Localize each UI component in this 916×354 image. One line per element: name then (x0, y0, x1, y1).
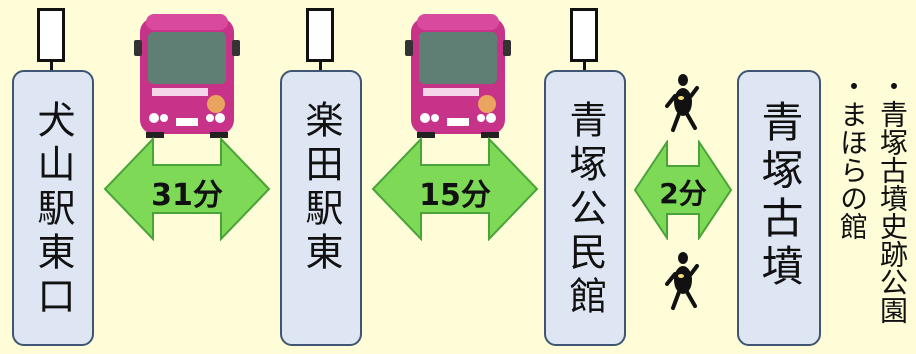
stop-aotsuka-kofun: 青塚古墳 (737, 70, 821, 346)
duration-label: 31分 (151, 178, 223, 213)
bus-icon (405, 14, 511, 138)
double-arrow-icon (103, 137, 271, 241)
stop-inuyama-ekihigashiguchi: 犬山駅東口 (12, 70, 94, 346)
duration-label: 15分 (419, 178, 491, 213)
bullet-icon: ・ (836, 72, 869, 100)
note-mahora-no-yakata: ・まほらの館 (836, 72, 869, 240)
stop-rakuden-ekihigashi: 楽田駅東 (280, 70, 362, 346)
bullet-icon: ・ (876, 72, 909, 100)
walking-person-icon (665, 74, 699, 132)
note-text: まほらの館 (836, 100, 869, 240)
bus-stop-sign (570, 8, 598, 62)
bus-stop-sign (37, 8, 65, 62)
double-arrow-icon (633, 140, 733, 240)
stop-label: 犬山駅東口 (31, 100, 75, 320)
bus-icon (134, 14, 240, 138)
stop-label: 青塚公民館 (563, 100, 607, 320)
duration-label: 2分 (659, 177, 707, 210)
bus-stop-sign (306, 8, 334, 62)
stop-aotsuka-kominkan: 青塚公民館 (544, 70, 626, 346)
walking-person-icon (665, 252, 699, 310)
double-arrow-icon (371, 137, 539, 241)
note-aotsuka-kofun-park: ・青塚古墳史跡公園 (876, 72, 909, 324)
stop-label: 楽田駅東 (299, 100, 343, 276)
note-text: 青塚古墳史跡公園 (876, 100, 909, 324)
stop-label: 青塚古墳 (755, 100, 804, 292)
